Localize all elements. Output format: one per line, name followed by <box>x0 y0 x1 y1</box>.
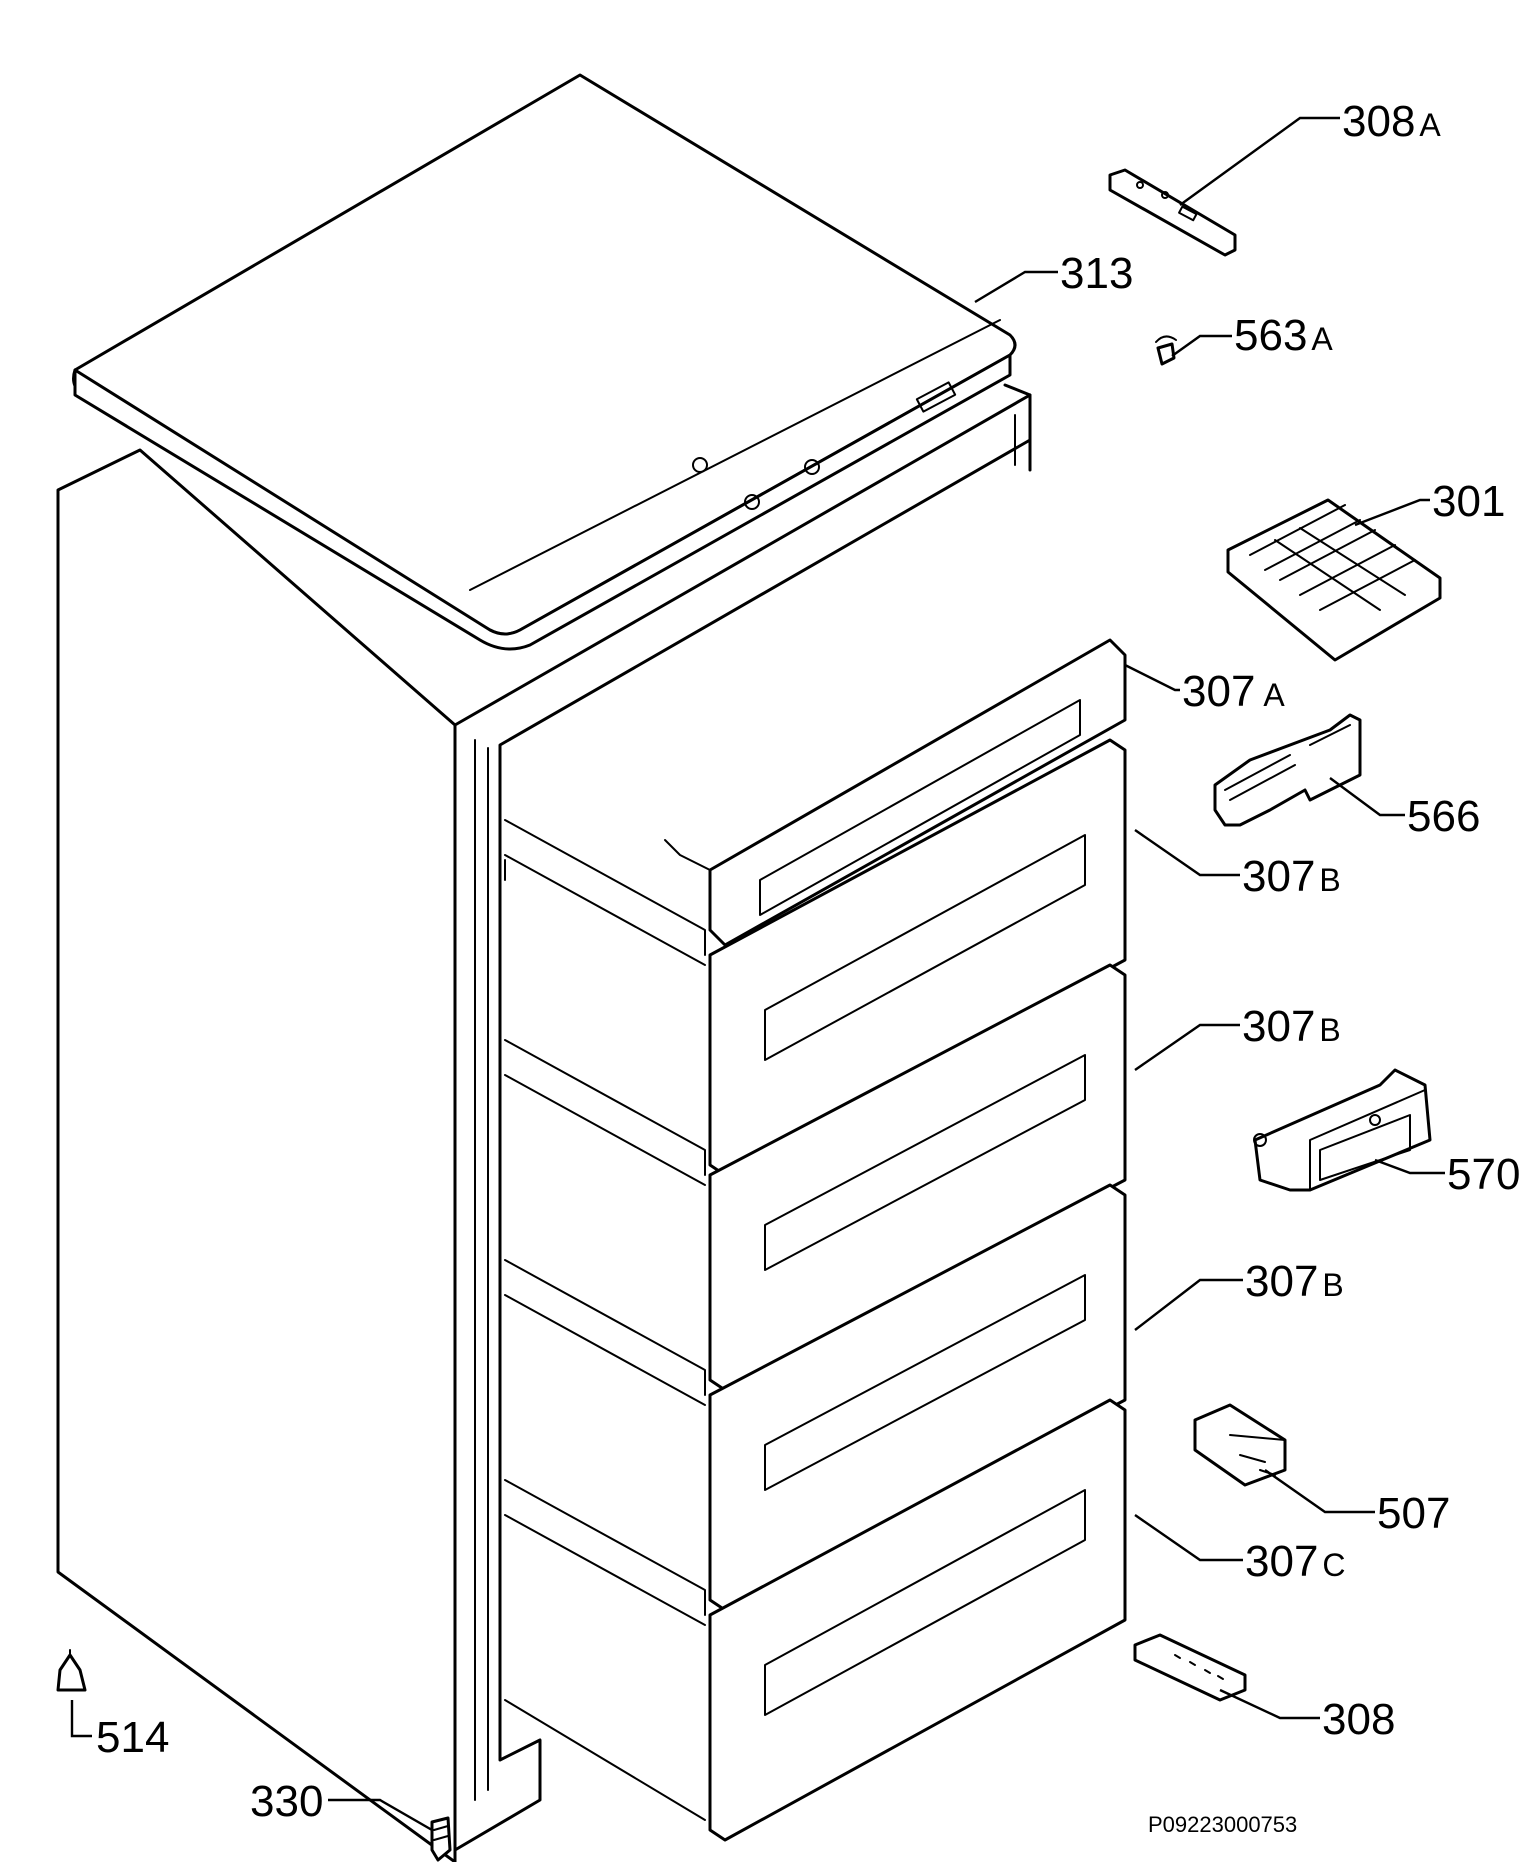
leader-570 <box>1374 1158 1445 1175</box>
drawer-1-side <box>504 819 706 956</box>
drawer-1-handle <box>764 834 1086 1061</box>
drawer-3-front <box>708 1183 1127 1612</box>
control-knob-2 <box>744 494 760 510</box>
drawer-4-front <box>708 1398 1127 1842</box>
drawer-3-side <box>504 1259 706 1396</box>
drawer-2-front <box>708 963 1127 1392</box>
drawer-1-base <box>504 854 706 966</box>
drawer-307b-2 <box>504 963 1127 1392</box>
drawer-307b-1 <box>504 738 1127 1177</box>
cabinet-rear-edge <box>1003 383 1032 472</box>
drawer-307b-3 <box>504 1183 1127 1612</box>
drawer-307c <box>504 1398 1127 1842</box>
drawer-flap-307a <box>664 638 1127 947</box>
control-knob-1 <box>692 457 708 473</box>
leader-307b-3 <box>1134 1278 1243 1331</box>
latch-507 <box>1193 1403 1287 1487</box>
drawer-2-side <box>504 1039 706 1176</box>
leader-566 <box>1329 777 1405 817</box>
leader-308 <box>1219 1688 1320 1720</box>
label-301: 301 <box>1432 477 1505 526</box>
drawer-1-front <box>708 738 1127 1177</box>
flap-top-edge <box>664 839 711 871</box>
leader-307a <box>1124 663 1180 692</box>
cabinet-body <box>56 383 1032 1862</box>
label-566: 566 <box>1407 792 1480 841</box>
flap-handle-slot <box>759 699 1081 916</box>
leader-514 <box>70 1700 92 1738</box>
label-507: 507 <box>1377 1489 1450 1538</box>
ice-cube-tray-301 <box>1226 498 1442 662</box>
leader-563a <box>1171 334 1232 357</box>
adjustable-foot-514 <box>56 1649 87 1692</box>
leader-307c <box>1134 1514 1243 1562</box>
screw-330 <box>430 1816 452 1862</box>
screw-563a <box>1155 335 1177 366</box>
top-cover-control-panel <box>469 319 1001 591</box>
leader-lines <box>70 116 1445 1832</box>
drawer-4-side <box>504 1479 706 1616</box>
ice-scraper-566 <box>1213 713 1362 827</box>
storage-box-570 <box>1253 1068 1432 1192</box>
cabinet-door-seal <box>474 739 489 1801</box>
drawer-4-handle <box>764 1489 1086 1716</box>
leader-307b-1 <box>1134 829 1240 877</box>
drawing-code: P09223000753 <box>1148 1812 1297 1837</box>
cabinet-left-side <box>56 448 457 1862</box>
drawer-2-base <box>504 1074 706 1186</box>
leader-313 <box>974 270 1058 304</box>
hinge-plate-308 <box>1133 1633 1247 1702</box>
label-514: 514 <box>96 1713 169 1762</box>
label-308: 308 <box>1322 1695 1395 1744</box>
hinge-bracket-308a <box>1108 168 1237 257</box>
control-knob-3 <box>804 459 820 475</box>
label-330: 330 <box>250 1777 323 1826</box>
top-cover-part <box>72 73 1017 651</box>
drawer-4-base <box>504 1514 706 1821</box>
drawer-2-handle <box>764 1054 1086 1271</box>
leader-308a <box>1179 116 1340 206</box>
leader-307b-2 <box>1134 1023 1240 1071</box>
label-313: 313 <box>1060 249 1133 298</box>
leader-301 <box>1354 498 1430 527</box>
leader-507 <box>1264 1469 1375 1514</box>
leader-330 <box>328 1798 433 1832</box>
drawer-3-base <box>504 1294 706 1406</box>
top-cover-front-lip <box>73 353 1012 651</box>
indicator-lights <box>915 381 957 413</box>
label-570: 570 <box>1447 1150 1520 1199</box>
drawer-3-handle <box>764 1274 1086 1491</box>
